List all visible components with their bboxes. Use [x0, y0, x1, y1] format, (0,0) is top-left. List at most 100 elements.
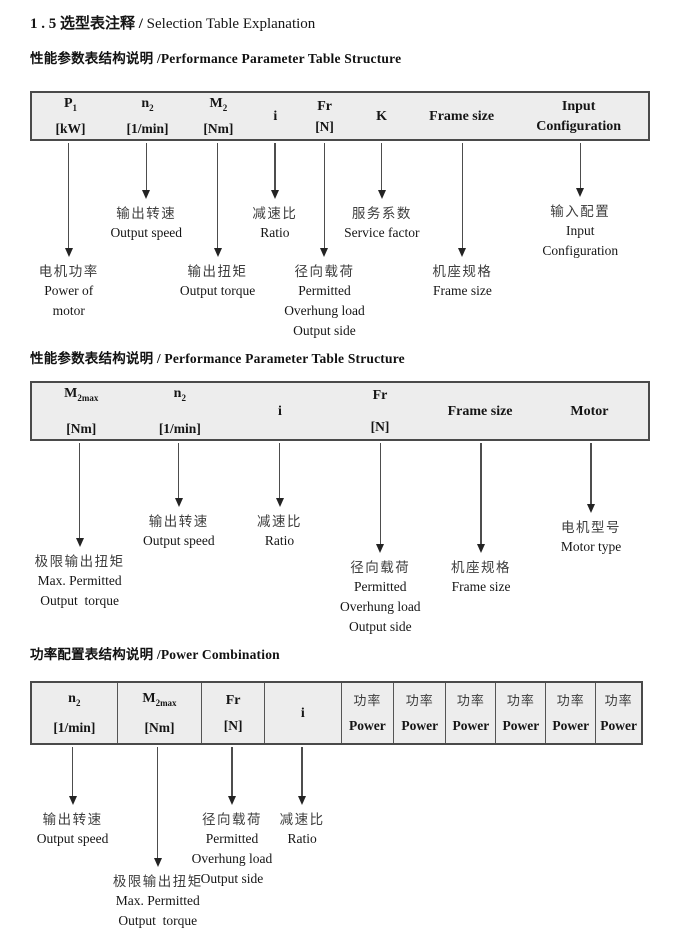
section-heading: 功率配置表结构说明 /Power Combination	[30, 647, 280, 662]
down-arrow	[458, 143, 467, 257]
annotation-label-cn: 极限输出扭矩	[112, 874, 203, 889]
table-cell: P1[kW]	[32, 93, 109, 139]
column-symbol: Frame size	[447, 403, 513, 419]
column-label-en: Power	[349, 718, 386, 733]
symbol-subscript: 2	[222, 102, 228, 113]
column-unit: [Nm]	[144, 720, 175, 736]
arrow-head-icon	[270, 190, 279, 199]
symbol-subscript: 1	[72, 102, 78, 113]
arrow-shaft	[78, 443, 81, 539]
column-symbol: Fr	[317, 98, 332, 114]
down-arrow	[64, 143, 73, 257]
table-cell: i	[251, 93, 300, 139]
column-symbol: Frame size	[429, 108, 495, 124]
annotation-label-en: Permitted	[354, 579, 407, 594]
table-cell: M2[Nm]	[186, 93, 251, 139]
arrow-shaft	[461, 143, 464, 249]
table-cell: Frame size	[414, 93, 509, 139]
annotation-label-cn: 服务系数	[351, 206, 412, 221]
column-symbol: i	[273, 108, 278, 124]
annotation-label-en: Output side	[348, 619, 412, 634]
arrow-head-icon	[64, 248, 73, 257]
down-arrow	[275, 443, 284, 507]
annotation-label-en: Permitted	[298, 283, 351, 298]
annotation-label-cn: 输出转速	[42, 812, 103, 827]
arrow-head-icon	[376, 544, 385, 553]
column-symbol: Fr	[372, 388, 388, 403]
arrow-shaft	[579, 143, 581, 189]
annotation-label-en: Overhung load	[191, 851, 273, 866]
annotation-label-cn: 减速比	[252, 206, 298, 221]
annotation-label-en: Motor type	[560, 539, 622, 554]
arrow-shaft	[379, 443, 381, 545]
down-arrow	[298, 747, 307, 805]
section-heading: 性能参数表结构说明 / Performance Parameter Table …	[30, 351, 405, 366]
column-symbol: n2	[68, 690, 81, 708]
column-line: Input	[561, 98, 596, 114]
column-label-en: Power	[552, 718, 590, 733]
arrow-head-icon	[576, 188, 585, 197]
down-arrow	[477, 443, 485, 553]
arrow-head-icon	[298, 796, 307, 805]
down-arrow	[227, 747, 236, 805]
annotation-label-en: Ratio	[264, 533, 295, 548]
annotation-label-en: Power of	[44, 283, 94, 298]
down-arrow	[213, 143, 222, 257]
table-cell: Frame size	[429, 383, 531, 439]
annotation-label-en: Output speed	[142, 533, 215, 548]
column-unit: [1/min]	[158, 421, 201, 437]
table-cell: i	[229, 383, 331, 439]
arrow-shaft	[480, 443, 482, 545]
down-arrow	[153, 747, 162, 867]
down-arrow	[376, 443, 385, 553]
down-arrow	[320, 143, 329, 257]
annotation-label-cn: 减速比	[257, 514, 303, 529]
arrow-head-icon	[587, 504, 596, 513]
sections: 性能参数表结构说明 /Performance Parameter Table S…	[30, 47, 695, 931]
table-cell: M2max[Nm]	[32, 383, 131, 439]
annotation-label-en: Configuration	[542, 243, 619, 258]
table-cell: 功率 Power	[340, 683, 393, 743]
arrow-head-icon	[477, 544, 485, 553]
column-label-cn: 功率	[353, 693, 382, 708]
annotation-label-cn: 电机功率	[38, 264, 99, 279]
annotation-label-cn: 输出转速	[148, 514, 209, 529]
table-cell: Fr[N]	[201, 683, 264, 743]
column-label-cn: 功率	[604, 693, 633, 708]
column-symbol: n2	[141, 96, 154, 113]
down-arrow	[142, 143, 151, 199]
annotation-label-en: Ratio	[287, 831, 317, 846]
table-cell: n2 [1/min]	[32, 683, 117, 743]
column-unit: [N]	[315, 118, 334, 134]
table-cell: n2[1/min]	[131, 383, 230, 439]
annotation-label-cn: 机座规格	[451, 560, 511, 575]
annotation-label-en: Output side	[200, 871, 264, 886]
arrow-head-icon	[458, 248, 467, 257]
arrow-head-icon	[275, 498, 284, 507]
page-title: 1 . 5 选型表注释 / Selection Table Explanatio…	[30, 12, 695, 33]
symbol-subscript: 2	[75, 697, 81, 708]
table-cell: M2max[Nm]	[116, 683, 202, 743]
column-unit: [1/min]	[53, 720, 96, 736]
arrow-shaft	[71, 747, 74, 797]
table-cell: Motor	[531, 383, 648, 439]
page-title-en: Selection Table Explanation	[142, 16, 316, 32]
column-label-en: Power	[452, 718, 490, 733]
column-symbol: M2max	[64, 385, 99, 403]
annotation-label-en: Output torque	[118, 913, 198, 928]
annotation-label-en: Frame size	[451, 579, 511, 594]
annotation-label-en: Permitted	[205, 831, 259, 846]
down-arrow	[75, 443, 84, 547]
arrow-head-icon	[142, 190, 151, 199]
